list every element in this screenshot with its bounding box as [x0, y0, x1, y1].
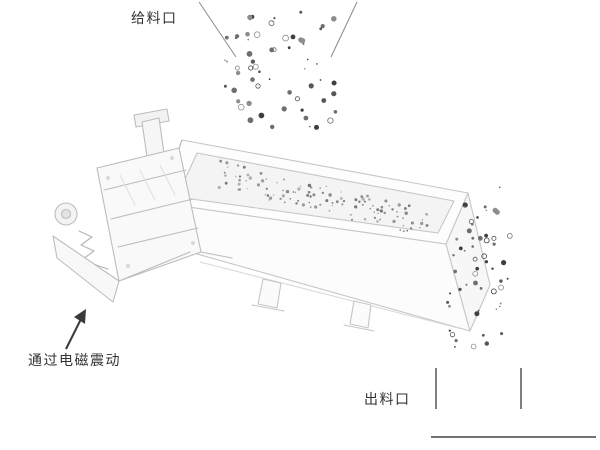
label-vibration-note: 通过电磁震动	[28, 352, 121, 368]
trough	[160, 139, 491, 332]
particles	[217, 10, 513, 350]
drive-unit	[52, 108, 233, 303]
discharge-chute-lines	[435, 368, 522, 409]
support-legs	[251, 278, 375, 332]
vibration-arrow	[65, 309, 86, 350]
machine-sketch	[52, 108, 491, 332]
label-feed-inlet: 给料口	[131, 10, 178, 26]
hopper-lines	[198, 1, 358, 58]
label-discharge-outlet: 出料口	[364, 391, 411, 407]
